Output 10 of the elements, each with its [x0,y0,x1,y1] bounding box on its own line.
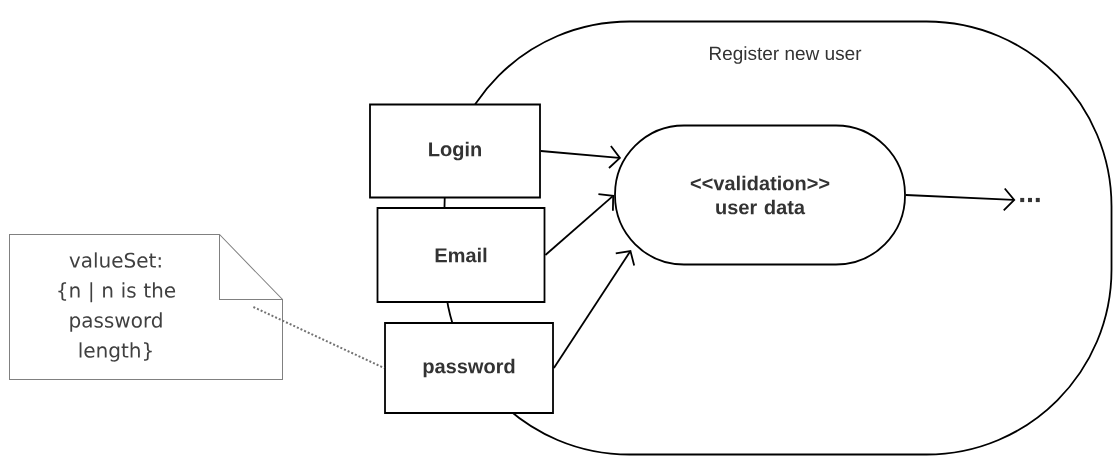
object-box: Login [369,103,541,199]
arrow [905,187,1016,212]
object-box: Email [376,207,546,303]
arrow [553,250,636,369]
object-box: password [384,322,554,414]
arrow [540,145,622,169]
action-node: <<validation>> user data [614,124,906,266]
continuation-text: ... [1020,197,1040,203]
arrow [544,193,615,256]
region-title: Register new user [710,46,862,64]
